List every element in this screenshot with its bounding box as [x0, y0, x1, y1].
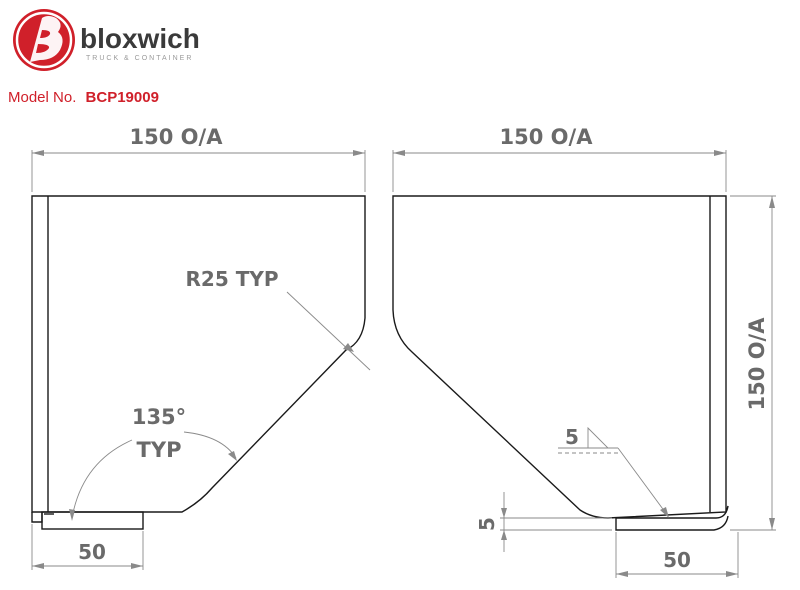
arrowhead: [393, 150, 405, 156]
left-corner-notch: [31, 512, 43, 523]
right-view: 150 O/A 150 O/A 5 5 50: [392, 125, 776, 578]
arrowhead: [501, 508, 507, 518]
arrowhead: [353, 150, 365, 156]
bloxwich-b-logo-icon: [13, 9, 75, 71]
arrowhead: [769, 518, 775, 530]
left-part-outline: [31, 195, 366, 513]
arrowhead: [343, 343, 354, 352]
flange-dim: 5: [475, 517, 499, 531]
arrowhead: [726, 571, 738, 577]
angle-note-typ: TYP: [137, 438, 182, 462]
arrowhead: [714, 150, 726, 156]
right-base-flange: [615, 515, 729, 531]
angle-note-value: 135°: [132, 405, 186, 429]
arrowhead: [616, 571, 628, 577]
right-flange-top: [616, 505, 729, 519]
arrowhead: [131, 563, 143, 569]
model-label: Model No.: [8, 89, 76, 106]
thickness-leader: [617, 447, 669, 517]
arrowhead: [501, 530, 507, 540]
left-base-flange: [41, 511, 144, 530]
left-width-dim: 150 O/A: [130, 125, 224, 149]
angle-arc-left: [71, 439, 133, 519]
arrowhead: [32, 563, 44, 569]
arrowhead: [228, 451, 237, 461]
left-view: 150 O/A R25 TYP 135° TYP 50: [31, 125, 371, 570]
arrowhead: [69, 509, 75, 521]
right-base-dim: 50: [663, 548, 691, 572]
left-base-dim: 50: [78, 540, 106, 564]
model-number-line: Model No. BCP19009: [8, 89, 159, 106]
brand-tagline: TRUCK & CONTAINER: [86, 55, 193, 62]
thickness-note: 5: [565, 425, 579, 449]
radius-leader: [286, 291, 371, 371]
right-height-dim: 150 O/A: [745, 317, 769, 411]
radius-note: R25 TYP: [186, 267, 279, 291]
brand-name: bloxwich: [80, 23, 200, 54]
thickness-symbol: [587, 426, 610, 449]
right-width-dim: 150 O/A: [500, 125, 594, 149]
arrowhead: [660, 507, 669, 518]
right-part-outline: [392, 195, 727, 519]
arrowhead: [32, 150, 44, 156]
model-number: BCP19009: [86, 89, 159, 106]
arrowhead: [769, 196, 775, 208]
bloxwich-logo: bloxwich TRUCK & CONTAINER: [13, 9, 200, 71]
